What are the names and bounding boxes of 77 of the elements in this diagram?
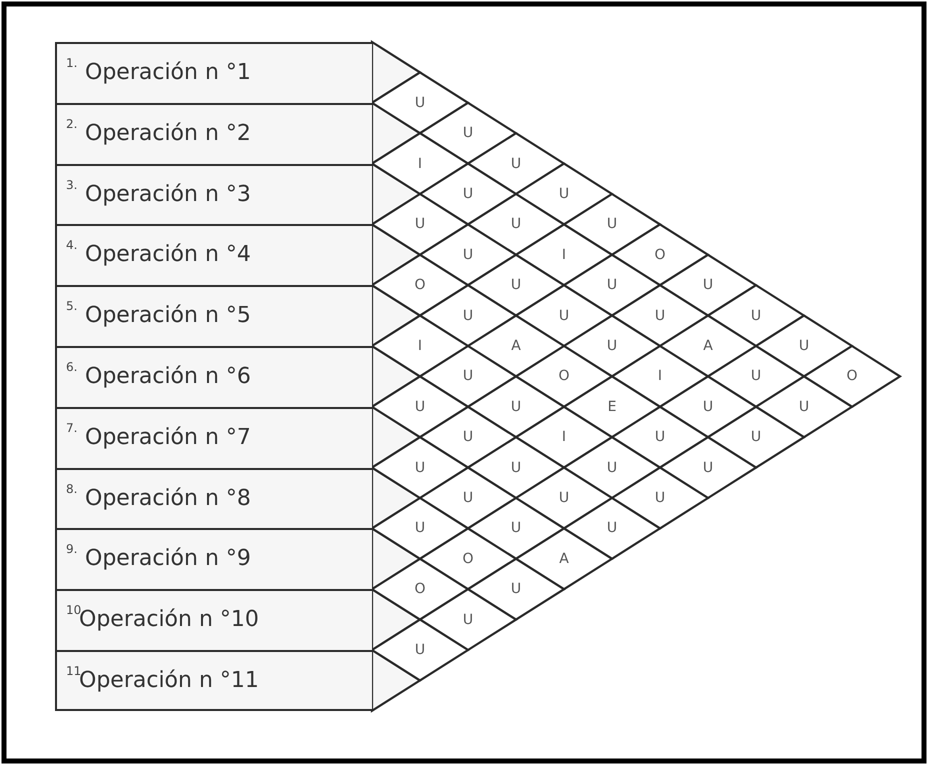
relationship-code: U [798,398,810,415]
relationship-code: I [418,156,422,172]
relationship-code: U [510,277,522,294]
operation-number: 6. [66,360,78,374]
operation-label: Operación n °9 [85,546,251,572]
relationship-code: U [654,429,666,446]
operation-label: Operación n °5 [85,303,251,328]
operation-label: Operación n °11 [79,668,259,693]
relationship-code: U [510,216,522,232]
relationship-code: U [750,429,762,446]
relationship-code: U [606,460,618,476]
relationship-code: O [414,581,426,598]
relationship-code: O [654,246,666,263]
relationship-code: U [462,612,474,628]
relationship-code: I [658,368,662,384]
relationship-code: U [462,246,474,263]
relationship-code: U [558,308,570,324]
relationship-code: A [511,338,521,354]
relationship-code: U [414,398,426,415]
operation-label: Operación n °3 [85,182,251,207]
relationship-code: U [750,308,762,324]
relationship-code: U [462,490,474,506]
operation-label: Operación n °6 [85,364,251,389]
operation-number: 11 [66,664,82,678]
relationship-code: U [462,125,474,142]
relationship-code: U [414,460,426,476]
operation-number: 2. [66,116,78,131]
relationship-code: O [846,368,858,384]
relationship-code: U [510,398,522,415]
operation-label: Operación n °7 [85,424,251,450]
relationship-code: U [414,216,426,232]
relationship-code: U [510,520,522,536]
operation-number: 8. [66,482,78,496]
relationship-code: U [510,460,522,476]
relationship-code: A [703,338,713,354]
operation-number: 7. [66,420,78,435]
relationship-code: A [559,550,569,567]
relationship-code: O [414,277,426,294]
relationship-code: U [702,398,714,415]
operation-number: 3. [66,178,78,192]
relationship-code: I [562,429,566,446]
relationship-code: U [654,490,666,506]
relationship-code: U [462,308,474,324]
relationship-code: U [462,429,474,446]
operation-label: Operación n °8 [85,486,251,511]
operation-label: Operación n °2 [85,120,251,146]
relationship-code: U [558,186,570,202]
relationship-code: I [562,246,566,263]
relationship-code: U [606,216,618,232]
relationship-code: U [606,520,618,536]
relationship-code: U [462,368,474,384]
operation-label: Operación n °1 [85,60,251,85]
relationship-code: O [462,550,474,567]
relationship-code: U [510,156,522,172]
operation-number: 4. [66,238,78,252]
relationship-code: U [510,581,522,598]
relationship-code: O [558,368,570,384]
operation-number: 1. [66,56,78,70]
operation-number: 9. [66,542,78,556]
relationship-code: U [462,186,474,202]
relationship-code: U [702,277,714,294]
operation-label: Operación n °4 [85,242,251,268]
relationship-code: U [606,277,618,294]
relationship-code: U [606,338,618,354]
operation-label: Operación n °10 [79,607,259,632]
relationship-code: U [702,460,714,476]
relationship-code: I [418,338,422,354]
relationship-code: U [798,338,810,354]
operation-number: 5. [66,299,78,314]
relationship-code: U [558,490,570,506]
relationship-code: U [414,94,426,111]
operation-number: 10 [66,603,82,618]
relationship-code: E [608,398,616,415]
relationship-code: U [414,520,426,536]
relationship-code: U [654,308,666,324]
relationship-code: U [750,368,762,384]
relationship-code: U [414,642,426,658]
